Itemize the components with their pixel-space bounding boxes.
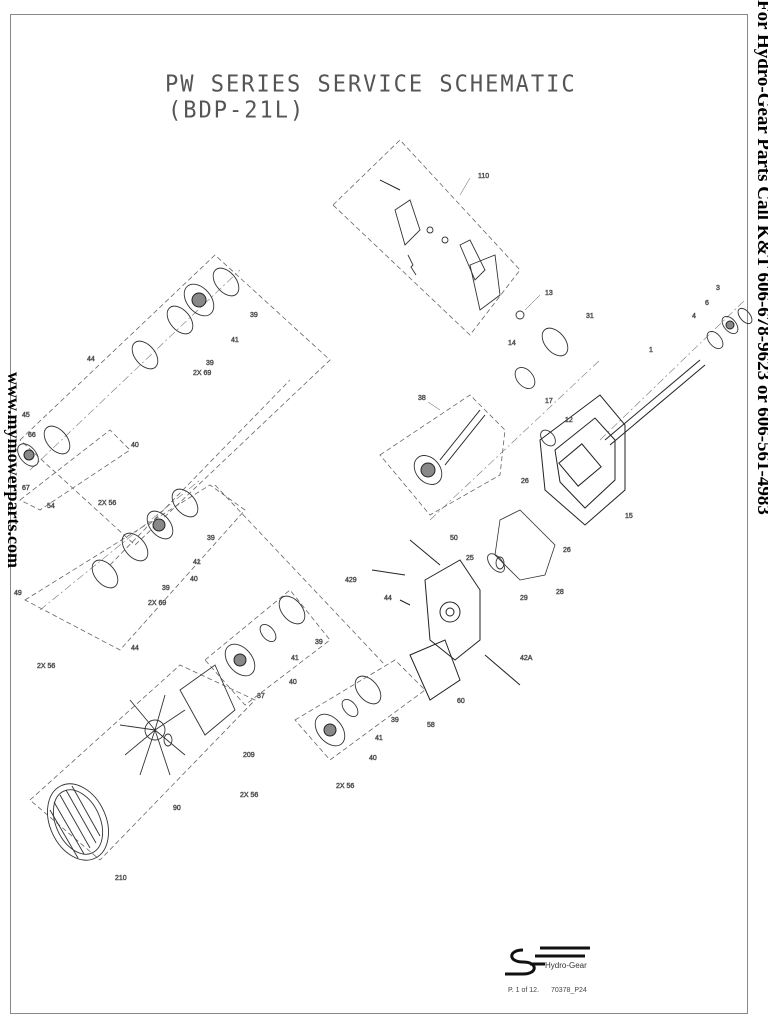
callout-58: 58 — [427, 722, 435, 729]
callout-66: 66 — [28, 432, 36, 439]
grille-210 — [47, 783, 109, 861]
sheet-footer: P. 1 of 12. 70378_P24 — [508, 987, 597, 994]
schematic-model: (BDP-21L) — [168, 97, 306, 124]
logo-wordmark: Hydro-Gear — [545, 961, 587, 970]
group-110-parts — [394, 199, 525, 320]
callout-54: 54 — [47, 503, 55, 510]
callout-42a: 42A — [520, 655, 533, 662]
callout-90: 90 — [173, 805, 181, 812]
callout-40-top: 40 — [131, 442, 139, 449]
callout-41-top: 41 — [231, 337, 239, 344]
callout-67: 67 — [22, 485, 30, 492]
callout-41-fan: 41 — [291, 655, 299, 662]
callout-39-top2: 39 — [206, 360, 214, 367]
callout-40-fan: 40 — [289, 679, 297, 686]
callout-40-lower: 40 — [369, 755, 377, 762]
callout-41-mid: 41 — [193, 559, 201, 566]
sheet-border — [10, 14, 748, 1014]
callout-39-mid2: 39 — [162, 585, 170, 592]
callout-6: 6 — [705, 300, 709, 307]
callout-110: 110 — [478, 173, 489, 180]
callout-labels: 110 13 31 14 17 3 6 4 1 38 12 26 15 26 5… — [14, 173, 721, 883]
callout-44-mid: 44 — [131, 645, 139, 652]
shafts — [371, 179, 706, 686]
callout-26a: 26 — [521, 478, 529, 485]
callout-45: 45 — [22, 412, 30, 419]
axis-lines — [29, 269, 746, 611]
center-housing — [539, 394, 626, 526]
callout-29: 29 — [520, 595, 528, 602]
callout-40-mid: 40 — [190, 576, 198, 583]
callout-429: 429 — [345, 577, 357, 584]
drawing-code: 70378_P24 — [550, 987, 587, 994]
callout-17: 17 — [545, 398, 553, 405]
callout-39-top: 39 — [250, 312, 258, 319]
callout-210: 210 — [115, 875, 127, 882]
callout-2x69-mid: 2X 69 — [148, 600, 166, 607]
page-number: P. 1 of 12. — [508, 987, 540, 994]
callout-14: 14 — [508, 340, 516, 347]
callout-37: 37 — [257, 693, 265, 700]
callout-2x69-top: 2X 69 — [193, 370, 211, 377]
callout-39-fan: 39 — [315, 639, 323, 646]
schematic-title: PW SERIES SERVICE SCHEMATIC — [165, 71, 577, 98]
callout-44-top: 44 — [87, 356, 95, 363]
callout-60: 60 — [457, 698, 465, 705]
callout-41-lower: 41 — [375, 735, 383, 742]
callout-2x56-mid: 2X 56 — [37, 663, 55, 670]
group-boundaries — [19, 139, 521, 861]
bearings — [23, 292, 735, 737]
callout-13: 13 — [545, 290, 553, 297]
hydro-gear-logo-icon — [505, 946, 590, 976]
callout-12: 12 — [565, 417, 573, 424]
callout-39-lower: 39 — [391, 717, 399, 724]
fan-assembly — [119, 664, 236, 776]
callout-39-mid: 39 — [207, 535, 215, 542]
callout-31: 31 — [586, 313, 594, 320]
callout-38: 38 — [418, 395, 426, 402]
callout-2x56-lower: 2X 56 — [336, 783, 354, 790]
callout-28: 28 — [556, 589, 564, 596]
callout-49: 49 — [14, 590, 22, 597]
callout-1: 1 — [649, 347, 653, 354]
rings — [17, 267, 753, 747]
callout-25: 25 — [466, 555, 474, 562]
callout-15: 15 — [625, 513, 633, 520]
callout-3: 3 — [716, 285, 720, 292]
callout-26b: 26 — [563, 547, 571, 554]
callout-4: 4 — [692, 313, 696, 320]
callout-2x56-fan: 2X 56 — [240, 792, 258, 799]
callout-50: 50 — [450, 535, 458, 542]
center-plate — [409, 559, 481, 701]
callout-209: 209 — [243, 752, 255, 759]
callout-2x56-top: 2X 56 — [98, 500, 116, 507]
callout-44-center: 44 — [384, 595, 392, 602]
